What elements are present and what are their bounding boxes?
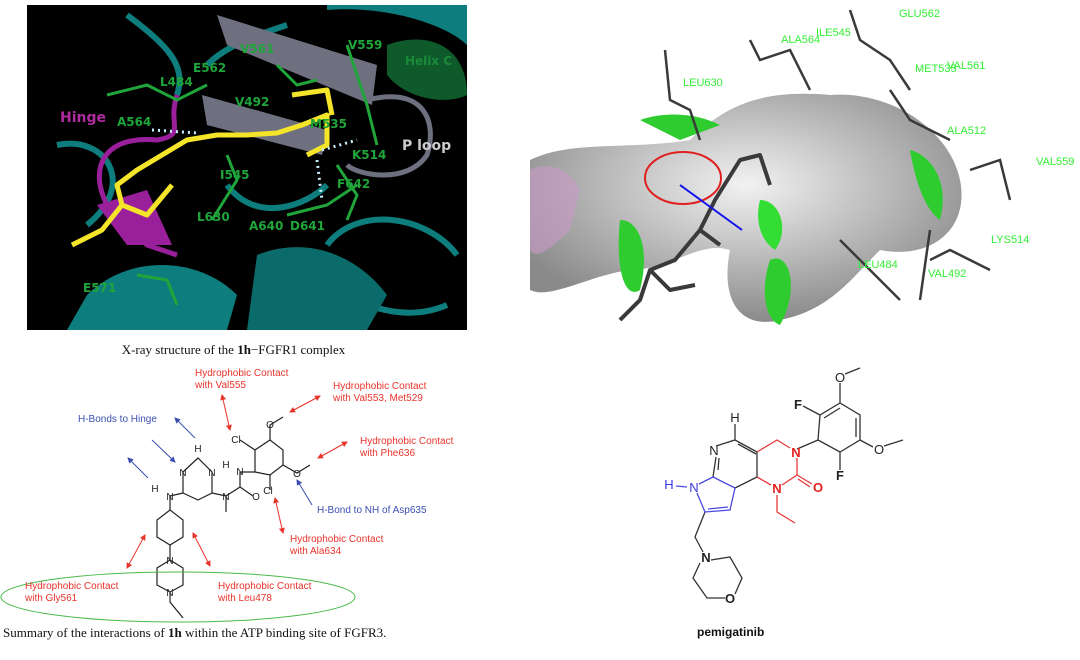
- residue-label-ile545: ILE545: [816, 27, 851, 39]
- annotation-line: with Gly561: [25, 593, 78, 604]
- residue-label-glu562: GLU562: [899, 8, 940, 20]
- interaction-caption: Summary of the interactions of 1h within…: [3, 625, 386, 641]
- svg-text:N: N: [166, 492, 173, 503]
- annotation-line: with Ala634: [290, 546, 342, 557]
- annotation-line: Hydrophobic Contact: [218, 581, 312, 592]
- svg-text:H: H: [664, 477, 673, 492]
- residue-label-val559: VAL559: [1036, 156, 1075, 168]
- svg-text:N: N: [222, 492, 229, 503]
- svg-text:N: N: [772, 481, 781, 496]
- residue-label-v559: V559: [348, 38, 383, 52]
- annotation-line: Hydrophobic Contact: [360, 436, 454, 447]
- annotation-asp635: H-Bond to NH of Asp635: [317, 505, 427, 516]
- svg-text:O: O: [293, 469, 301, 480]
- residue-label-e562: E562: [193, 61, 227, 75]
- caption-text: X-ray structure of the: [121, 342, 238, 357]
- svg-text:H: H: [730, 410, 739, 425]
- svg-text:N: N: [709, 443, 718, 458]
- svg-text:Cl: Cl: [263, 486, 272, 497]
- xray-structure-image: V561 V559 Helix C E562 L484 V492 Hinge A…: [27, 5, 467, 330]
- residue-label-ala564: ALA564: [781, 34, 821, 46]
- caption-text: Summary of the interactions of: [3, 625, 168, 640]
- residue-label-met535: MET535: [915, 63, 957, 75]
- annotation-hbonds-hinge: H-Bonds to Hinge: [78, 414, 157, 425]
- residue-label-leu630: LEU630: [683, 77, 723, 89]
- residue-label-e571: E571: [83, 281, 117, 295]
- annotation-line: Hydrophobic Contact: [333, 381, 427, 392]
- annotation-line: Hydrophobic Contact: [195, 368, 289, 379]
- svg-text:F: F: [836, 468, 844, 483]
- svg-text:O: O: [835, 370, 845, 385]
- binding-surface-drawing: [530, 9, 1012, 325]
- svg-text:N: N: [166, 556, 173, 567]
- svg-text:O: O: [725, 591, 735, 606]
- residue-label-a640: A640: [249, 219, 284, 233]
- residue-label-i545: I545: [220, 168, 250, 182]
- pemigatinib-label: pemigatinib: [697, 625, 765, 639]
- residue-label-m535: M535: [310, 117, 347, 131]
- residue-label-k514: K514: [352, 148, 387, 162]
- residue-label-lys514: LYS514: [991, 234, 1030, 246]
- svg-text:H: H: [151, 484, 158, 495]
- annotation-line: with Val555: [195, 380, 246, 391]
- svg-text:H: H: [222, 460, 229, 471]
- docking-surface-image: GLU562 ALA564 ILE545 VAL561 MET535 LEU63…: [530, 0, 1080, 330]
- helix-c-label: Helix C: [405, 54, 453, 68]
- svg-text:O: O: [252, 492, 260, 503]
- residue-label-v492: V492: [235, 95, 270, 109]
- protein-ribbon-drawing: [56, 5, 467, 330]
- annotation-line: with Phe636: [360, 448, 416, 459]
- svg-text:F: F: [794, 397, 802, 412]
- residue-label-ala512: ALA512: [947, 125, 987, 137]
- residue-label-d641: D641: [290, 219, 326, 233]
- svg-text:O: O: [813, 480, 823, 495]
- svg-text:N: N: [208, 468, 215, 479]
- svg-text:N: N: [179, 468, 186, 479]
- residue-label-val492: VAL492: [928, 268, 967, 280]
- caption-text: −FGFR1 complex: [250, 342, 346, 357]
- compound-id: 1h: [168, 625, 182, 640]
- residue-label-f642: F642: [337, 177, 371, 191]
- p-loop-label: P loop: [402, 138, 452, 154]
- xray-caption: X-ray structure of the 1h−FGFR1 complex: [0, 342, 467, 358]
- svg-text:N: N: [166, 588, 173, 599]
- caption-text: within the ATP binding site of FGFR3.: [181, 625, 387, 640]
- svg-text:N: N: [701, 550, 710, 565]
- annotation-line: Hydrophobic Contact: [290, 534, 384, 545]
- residue-label-val561: VAL561: [947, 60, 986, 72]
- compound-id: 1h: [237, 342, 251, 357]
- svg-text:H: H: [194, 444, 201, 455]
- residue-label-leu484: LEU484: [858, 259, 898, 271]
- residue-label-l484: L484: [160, 75, 193, 89]
- svg-text:O: O: [874, 442, 884, 457]
- annotation-line: Hydrophobic Contact: [25, 581, 119, 592]
- svg-text:Cl: Cl: [231, 435, 240, 446]
- svg-text:N: N: [689, 480, 698, 495]
- annotation-line: with Val553, Met529: [333, 393, 423, 404]
- svg-text:O: O: [266, 420, 274, 431]
- svg-text:N: N: [236, 467, 243, 478]
- hinge-label: Hinge: [60, 110, 106, 126]
- residue-label-v561: V561: [240, 42, 275, 56]
- residue-label-a564: A564: [117, 115, 152, 129]
- residue-label-l630: L630: [197, 210, 230, 224]
- svg-text:N: N: [791, 445, 800, 460]
- annotation-line: with Leu478: [218, 593, 272, 604]
